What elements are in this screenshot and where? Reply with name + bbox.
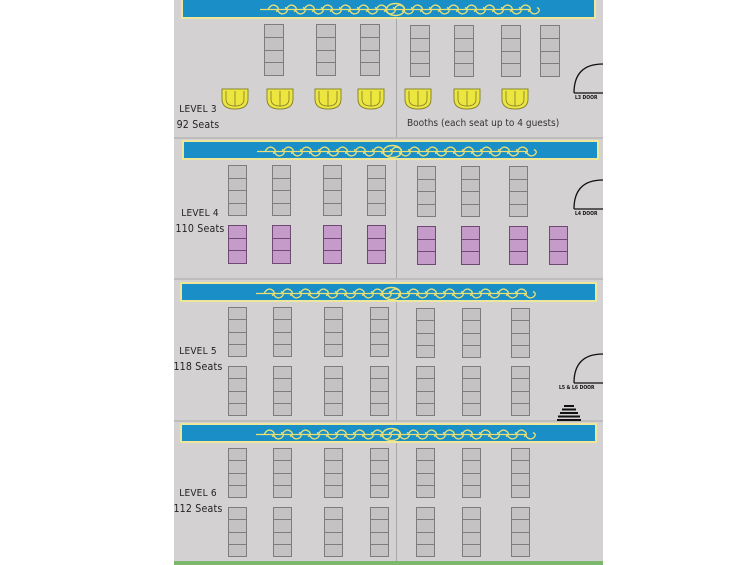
booth-seat-icon[interactable]	[404, 88, 432, 110]
seat-block[interactable]	[416, 308, 435, 358]
seat-block[interactable]	[264, 24, 284, 76]
level-5-name: LEVEL 5	[179, 346, 217, 357]
seat-block[interactable]	[540, 25, 560, 77]
seat-block[interactable]	[370, 448, 389, 498]
seat-block[interactable]	[410, 25, 430, 77]
banner-level-4	[182, 140, 599, 160]
seat-block[interactable]	[416, 366, 435, 416]
seat-block[interactable]	[316, 24, 336, 76]
premium-seat-block[interactable]	[272, 225, 291, 264]
seat-block[interactable]	[509, 166, 528, 217]
booth-seat-icon[interactable]	[314, 88, 342, 110]
seat-block[interactable]	[367, 165, 386, 216]
booth-seat-icon[interactable]	[266, 88, 294, 110]
seat-block[interactable]	[273, 507, 292, 557]
seat-block[interactable]	[273, 307, 292, 357]
door-label-l4: L4 DOOR	[575, 211, 598, 217]
ornament-icon	[256, 427, 536, 442]
seating-map: LEVEL 3 92 Seats LEVEL 4 110 Seats LEVEL…	[174, 0, 603, 565]
seat-block[interactable]	[416, 507, 435, 557]
seat-block[interactable]	[416, 448, 435, 498]
seat-block[interactable]	[417, 166, 436, 217]
seat-block[interactable]	[323, 165, 342, 216]
seat-block[interactable]	[324, 307, 343, 357]
seat-block[interactable]	[360, 24, 380, 76]
bottom-edge	[174, 561, 603, 565]
ornament-icon	[257, 144, 537, 159]
ornament-icon	[260, 2, 540, 17]
booth-seat-icon[interactable]	[453, 88, 481, 110]
booth-seat-icon[interactable]	[357, 88, 385, 110]
seat-block[interactable]	[511, 366, 530, 416]
banner-level-3	[181, 0, 596, 19]
premium-seat-block[interactable]	[323, 225, 342, 264]
seat-block[interactable]	[272, 165, 291, 216]
premium-seat-block[interactable]	[549, 226, 568, 265]
door-icon[interactable]	[573, 178, 603, 210]
seat-block[interactable]	[273, 366, 292, 416]
seat-block[interactable]	[462, 308, 481, 358]
seat-block[interactable]	[454, 25, 474, 77]
seat-block[interactable]	[501, 25, 521, 77]
seat-block[interactable]	[324, 507, 343, 557]
level-5-seats: 118 Seats	[174, 361, 223, 373]
booth-note: Booths (each seat up to 4 guests)	[407, 118, 560, 129]
seat-block[interactable]	[228, 448, 247, 498]
seat-block[interactable]	[324, 448, 343, 498]
premium-seat-block[interactable]	[367, 225, 386, 264]
level-6-name: LEVEL 6	[179, 488, 217, 499]
premium-seat-block[interactable]	[461, 226, 480, 265]
level-3-seats: 92 Seats	[176, 119, 220, 131]
booth-seat-icon[interactable]	[221, 88, 249, 110]
level-4-name: LEVEL 4	[181, 208, 219, 219]
booth-seat-icon[interactable]	[501, 88, 529, 110]
level-3-name: LEVEL 3	[179, 104, 217, 115]
ornament-icon	[256, 286, 536, 301]
level-separator	[174, 278, 603, 280]
seat-block[interactable]	[461, 166, 480, 217]
center-aisle-line	[396, 19, 397, 137]
premium-seat-block[interactable]	[228, 225, 247, 264]
level-6-seats: 112 Seats	[174, 503, 223, 515]
door-icon[interactable]	[573, 62, 603, 94]
premium-seat-block[interactable]	[417, 226, 436, 265]
center-aisle-line	[396, 160, 397, 278]
seat-block[interactable]	[228, 507, 247, 557]
center-aisle-line	[396, 302, 397, 420]
level-separator	[174, 420, 603, 422]
seat-block[interactable]	[228, 366, 247, 416]
center-aisle-line	[396, 443, 397, 561]
banner-level-6	[180, 423, 597, 443]
level-4-seats: 110 Seats	[175, 223, 225, 235]
seat-block[interactable]	[370, 507, 389, 557]
door-icon[interactable]	[573, 352, 603, 384]
seat-block[interactable]	[370, 366, 389, 416]
door-label-l5-l6: L5 & L6 DOOR	[559, 385, 595, 391]
seat-block[interactable]	[273, 448, 292, 498]
seat-block[interactable]	[511, 507, 530, 557]
seat-block[interactable]	[370, 307, 389, 357]
seat-block[interactable]	[462, 366, 481, 416]
banner-level-5	[180, 282, 597, 302]
premium-seat-block[interactable]	[509, 226, 528, 265]
seat-block[interactable]	[228, 165, 247, 216]
seat-block[interactable]	[511, 308, 530, 358]
seat-block[interactable]	[462, 507, 481, 557]
seat-block[interactable]	[228, 307, 247, 357]
seat-block[interactable]	[462, 448, 481, 498]
seat-block[interactable]	[324, 366, 343, 416]
level-separator	[174, 137, 603, 139]
seat-block[interactable]	[511, 448, 530, 498]
stairs-icon	[557, 405, 581, 421]
door-label-l3: L3 DOOR	[575, 95, 598, 101]
